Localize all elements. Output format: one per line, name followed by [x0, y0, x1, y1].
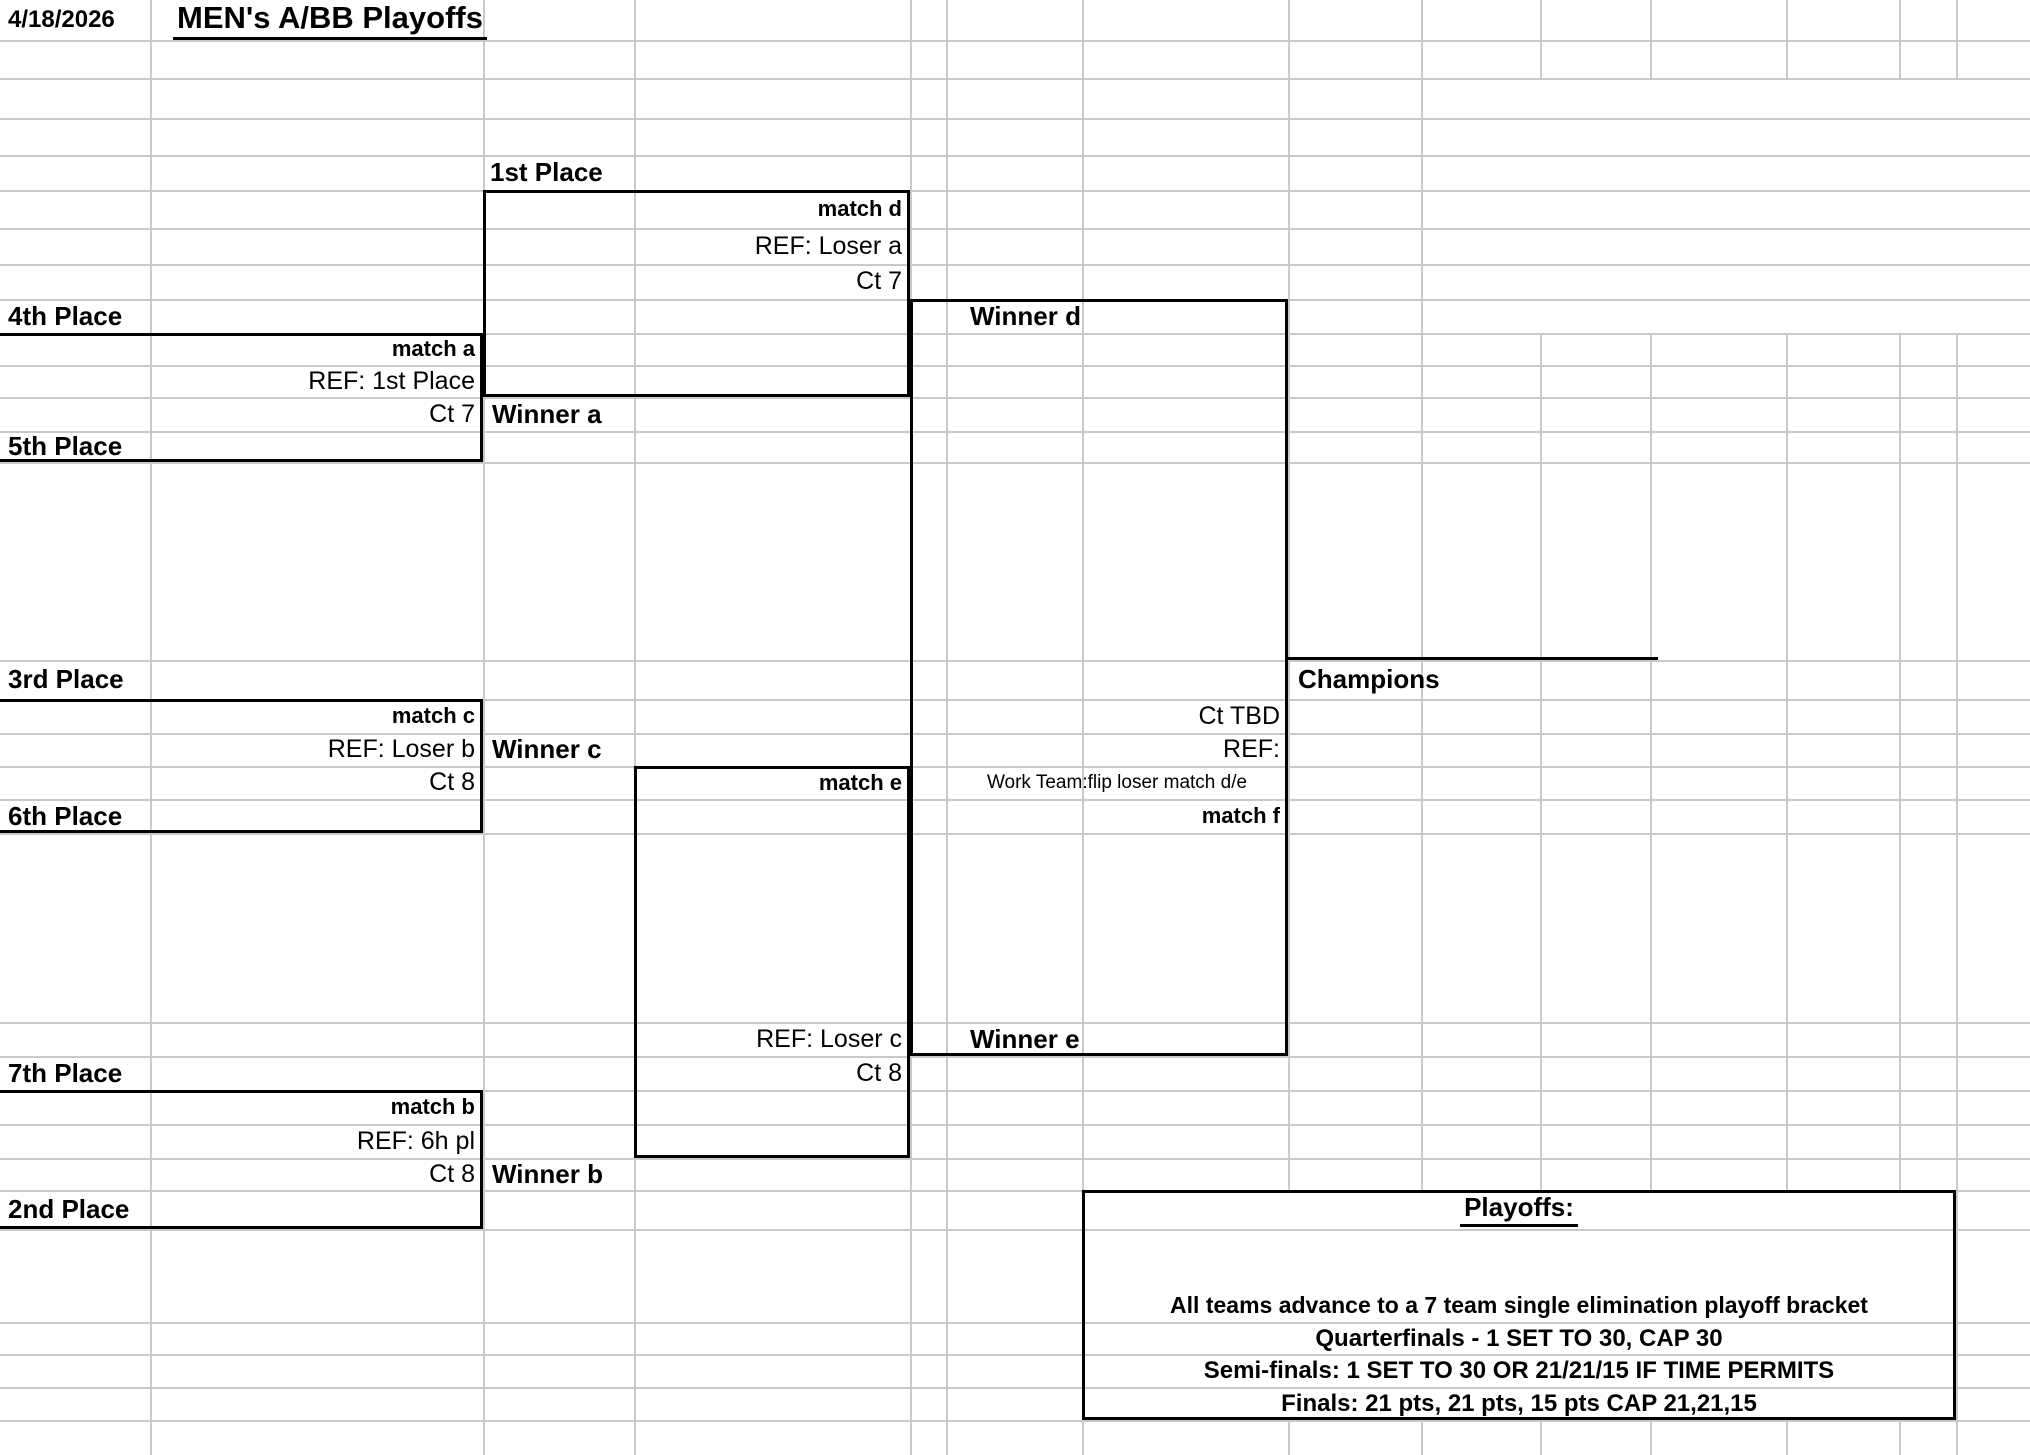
gridline: [1956, 333, 1958, 1455]
gridline: [0, 766, 2030, 768]
gridline: [1082, 0, 1084, 1455]
match-a-ref: REF: 1st Place: [308, 367, 475, 395]
work-team-note: Work Team:flip loser match d/e: [986, 772, 1248, 793]
match-e-ref: REF: Loser c: [756, 1025, 902, 1053]
gridline: [0, 190, 2030, 192]
winner-a-cell: Winner a: [492, 399, 602, 429]
gridline: [0, 1090, 2030, 1092]
gridline: [0, 1124, 2030, 1126]
final-ref-cell: REF:: [1223, 735, 1280, 763]
gridline: [0, 118, 2030, 120]
gridline: [0, 1190, 2030, 1192]
match-a-label: match a: [391, 336, 475, 361]
gridline: [0, 333, 2030, 335]
gridline: [1085, 1322, 1953, 1324]
gridline: [1540, 0, 1542, 78]
gridline: [1956, 0, 1958, 78]
gridline: [1899, 333, 1901, 1455]
gridline: [0, 1056, 2030, 1058]
winner-d-cell: Winner d: [970, 301, 1081, 331]
match-c-court: Ct 8: [429, 768, 475, 796]
match-b-border-box: [0, 1090, 483, 1229]
champions-top-border: [1288, 657, 1658, 660]
gridline: [1786, 333, 1788, 1455]
gridline: [0, 799, 2030, 801]
match-b-label: match b: [390, 1094, 475, 1119]
match-c-label: match c: [391, 703, 475, 728]
match-a-border-box: [0, 333, 483, 462]
gridline: [483, 0, 485, 1455]
gridline: [1899, 0, 1901, 78]
gridline: [0, 660, 2030, 662]
label-6th-place: 6th Place: [8, 801, 123, 831]
match-d-ref: REF: Loser a: [754, 232, 902, 260]
gridline: [1085, 1229, 1953, 1231]
label-1st-place: 1st Place: [490, 157, 603, 187]
match-d-court: Ct 7: [856, 267, 902, 295]
playoffs-title-text: Playoffs:: [1460, 1192, 1578, 1227]
match-d-label: match d: [817, 196, 902, 221]
match-c-border-box: [0, 699, 483, 833]
gridline: [150, 0, 152, 1455]
label-2nd-place: 2nd Place: [8, 1194, 130, 1224]
gridline: [0, 397, 2030, 399]
match-e-court: Ct 8: [856, 1059, 902, 1087]
match-a-court: Ct 7: [429, 400, 475, 428]
sheet-title: MEN's A/BB Playoffs: [150, 0, 510, 40]
match-b-court: Ct 8: [429, 1160, 475, 1188]
gridline: [946, 0, 948, 1455]
gridline: [1650, 0, 1652, 78]
match-e-label: match e: [818, 770, 902, 795]
gridline: [1085, 1387, 1953, 1389]
label-5th-place: 5th Place: [8, 431, 123, 461]
gridline: [0, 1420, 2030, 1422]
gridline: [0, 462, 2030, 464]
gridline: [0, 1022, 2030, 1024]
playoffs-title: Playoffs:: [1082, 1190, 1956, 1229]
playoffs-rule-line: All teams advance to a 7 team single eli…: [1170, 1292, 1868, 1318]
gridline: [634, 0, 636, 1455]
winner-c-cell: Winner c: [492, 734, 602, 764]
playoffs-rule-line: Finals: 21 pts, 21 pts, 15 pts CAP 21,21…: [1281, 1390, 1757, 1417]
playoffs-info-box: [1082, 1190, 1956, 1420]
match-d-border-box: [483, 190, 910, 397]
gridline: [1085, 1354, 1953, 1356]
gridline: [0, 228, 2030, 230]
gridline: [0, 1322, 2030, 1324]
gridline: [1786, 0, 1788, 78]
gridline: [0, 155, 2030, 157]
label-4th-place: 4th Place: [8, 301, 123, 331]
gridline: [0, 733, 2030, 735]
gridline: [0, 431, 2030, 433]
gridline: [1650, 333, 1652, 1455]
champions-label: Champions: [1298, 664, 1440, 694]
gridline: [0, 699, 2030, 701]
gridline: [0, 1229, 2030, 1231]
match-b-ref: REF: 6h pl: [356, 1127, 475, 1155]
label-3rd-place: 3rd Place: [8, 664, 124, 694]
gridline: [1288, 0, 1290, 1455]
gridline: [0, 1354, 2030, 1356]
final-bracket-border-box: [910, 299, 1288, 1056]
match-c-ref: REF: Loser b: [327, 735, 475, 763]
date-cell: 4/18/2026: [8, 6, 115, 33]
match-f-label: match f: [1201, 803, 1280, 828]
gridline: [0, 264, 2030, 266]
sheet-title-text: MEN's A/BB Playoffs: [173, 0, 487, 40]
gridline: [0, 365, 2030, 367]
gridline: [0, 1158, 2030, 1160]
winner-e-cell: Winner e: [970, 1024, 1080, 1054]
gridline: [1540, 333, 1542, 1455]
gridline: [0, 833, 2030, 835]
match-e-border-box: [634, 766, 910, 1158]
gridline: [0, 40, 2030, 42]
playoffs-rule-line: Quarterfinals - 1 SET TO 30, CAP 30: [1315, 1325, 1723, 1352]
playoffs-rule-line: Semi-finals: 1 SET TO 30 OR 21/21/15 IF …: [1203, 1357, 1835, 1384]
final-court-cell: Ct TBD: [1198, 702, 1281, 730]
gridline: [1421, 0, 1423, 1455]
gridline: [0, 1387, 2030, 1389]
label-7th-place: 7th Place: [8, 1058, 123, 1088]
gridline: [0, 78, 2030, 80]
winner-b-cell: Winner b: [492, 1159, 603, 1189]
